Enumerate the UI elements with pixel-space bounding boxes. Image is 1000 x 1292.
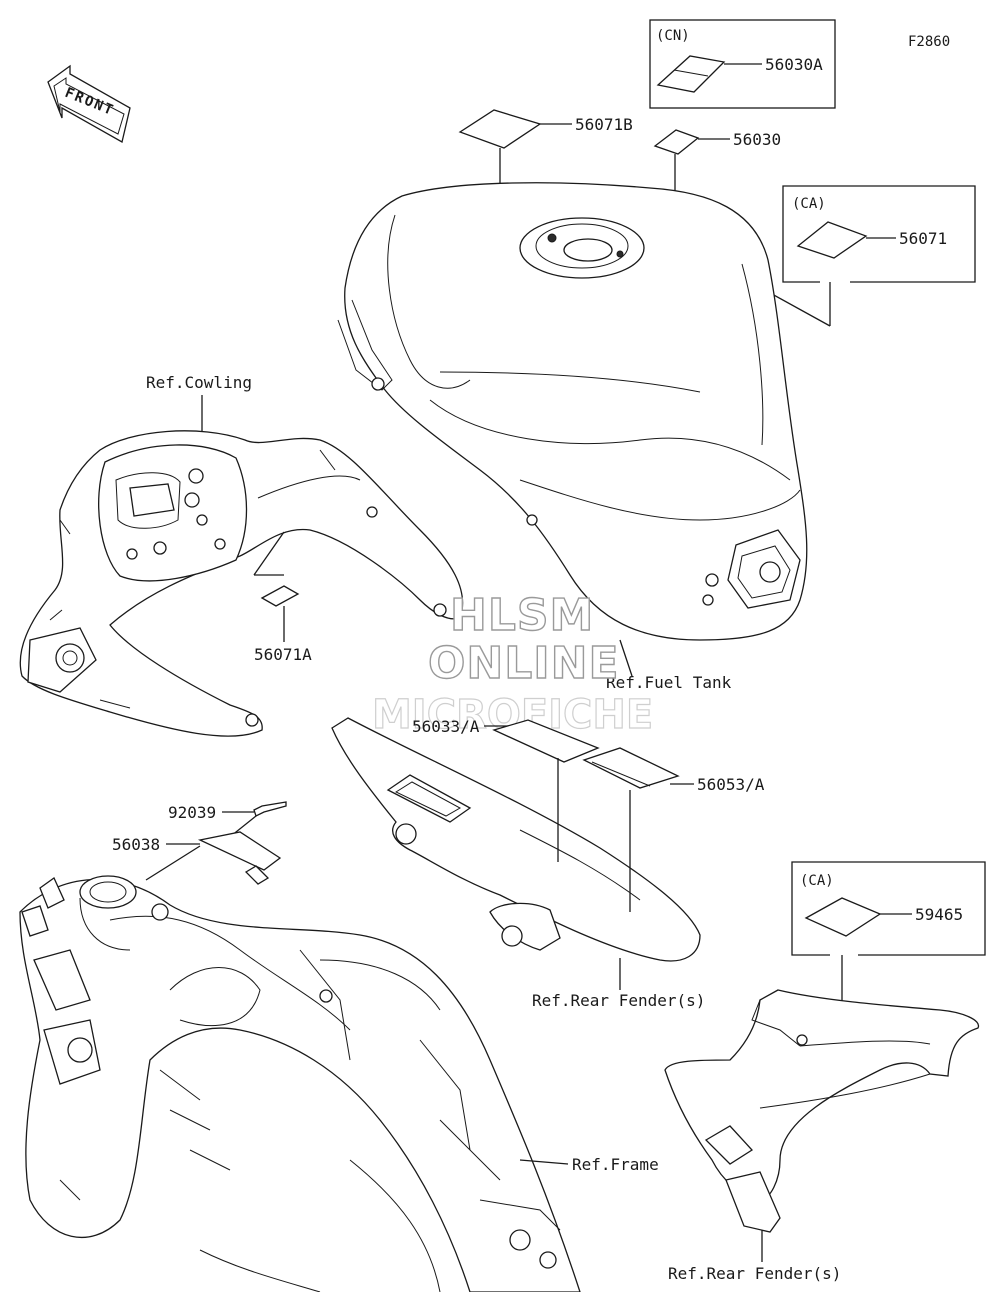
- ca-region-label-top: (CA): [792, 196, 826, 212]
- label-56030a-icon: [656, 55, 726, 93]
- decal-56071b-icon: [458, 109, 542, 149]
- decal-56071-icon: [796, 221, 868, 259]
- part-56030a: 56030A: [765, 55, 823, 74]
- decal-56030-icon: [653, 129, 700, 155]
- part-56071a: 56071A: [254, 645, 312, 664]
- part-56071b: 56071B: [575, 115, 633, 134]
- part-56030: 56030: [733, 130, 781, 149]
- part-56053a: 56053/A: [697, 775, 765, 794]
- band-92039-icon: [253, 801, 287, 817]
- part-56071: 56071: [899, 229, 947, 248]
- ref-rear-fender-bottom: Ref.Rear Fender(s): [668, 1264, 841, 1283]
- part-92039: 92039: [168, 803, 216, 822]
- label-56038-icon: [197, 831, 282, 871]
- decal-56033a-icon: [492, 719, 600, 763]
- chain-guard: [331, 717, 701, 962]
- part-59465: 59465: [915, 905, 963, 924]
- ref-cowling: Ref.Cowling: [146, 373, 252, 392]
- ref-frame: Ref.Frame: [572, 1155, 659, 1174]
- watermark-line2: ONLINE: [428, 638, 620, 689]
- rear-fender: [664, 989, 980, 1233]
- ref-rear-fender-mid: Ref.Rear Fender(s): [532, 991, 705, 1010]
- watermark-line1: HLSM: [450, 590, 594, 641]
- front-arrow-icon: FRONT: [47, 64, 131, 143]
- part-56038: 56038: [112, 835, 160, 854]
- decal-59465-icon: [804, 897, 882, 937]
- cn-region-label: (CN): [656, 28, 690, 44]
- decal-56071a-icon: [260, 585, 300, 607]
- figure-code: F2860: [908, 34, 950, 50]
- ref-fuel-tank: Ref.Fuel Tank: [606, 673, 732, 692]
- frame: [19, 875, 581, 1292]
- ca-region-label-bottom: (CA): [800, 873, 834, 889]
- cn-region-box: (CN) 56030A: [649, 19, 836, 109]
- decal-56053a-icon: [582, 747, 680, 789]
- part-56033a: 56033/A: [412, 717, 480, 736]
- cowling: [19, 430, 464, 737]
- fuel-tank: [337, 182, 808, 641]
